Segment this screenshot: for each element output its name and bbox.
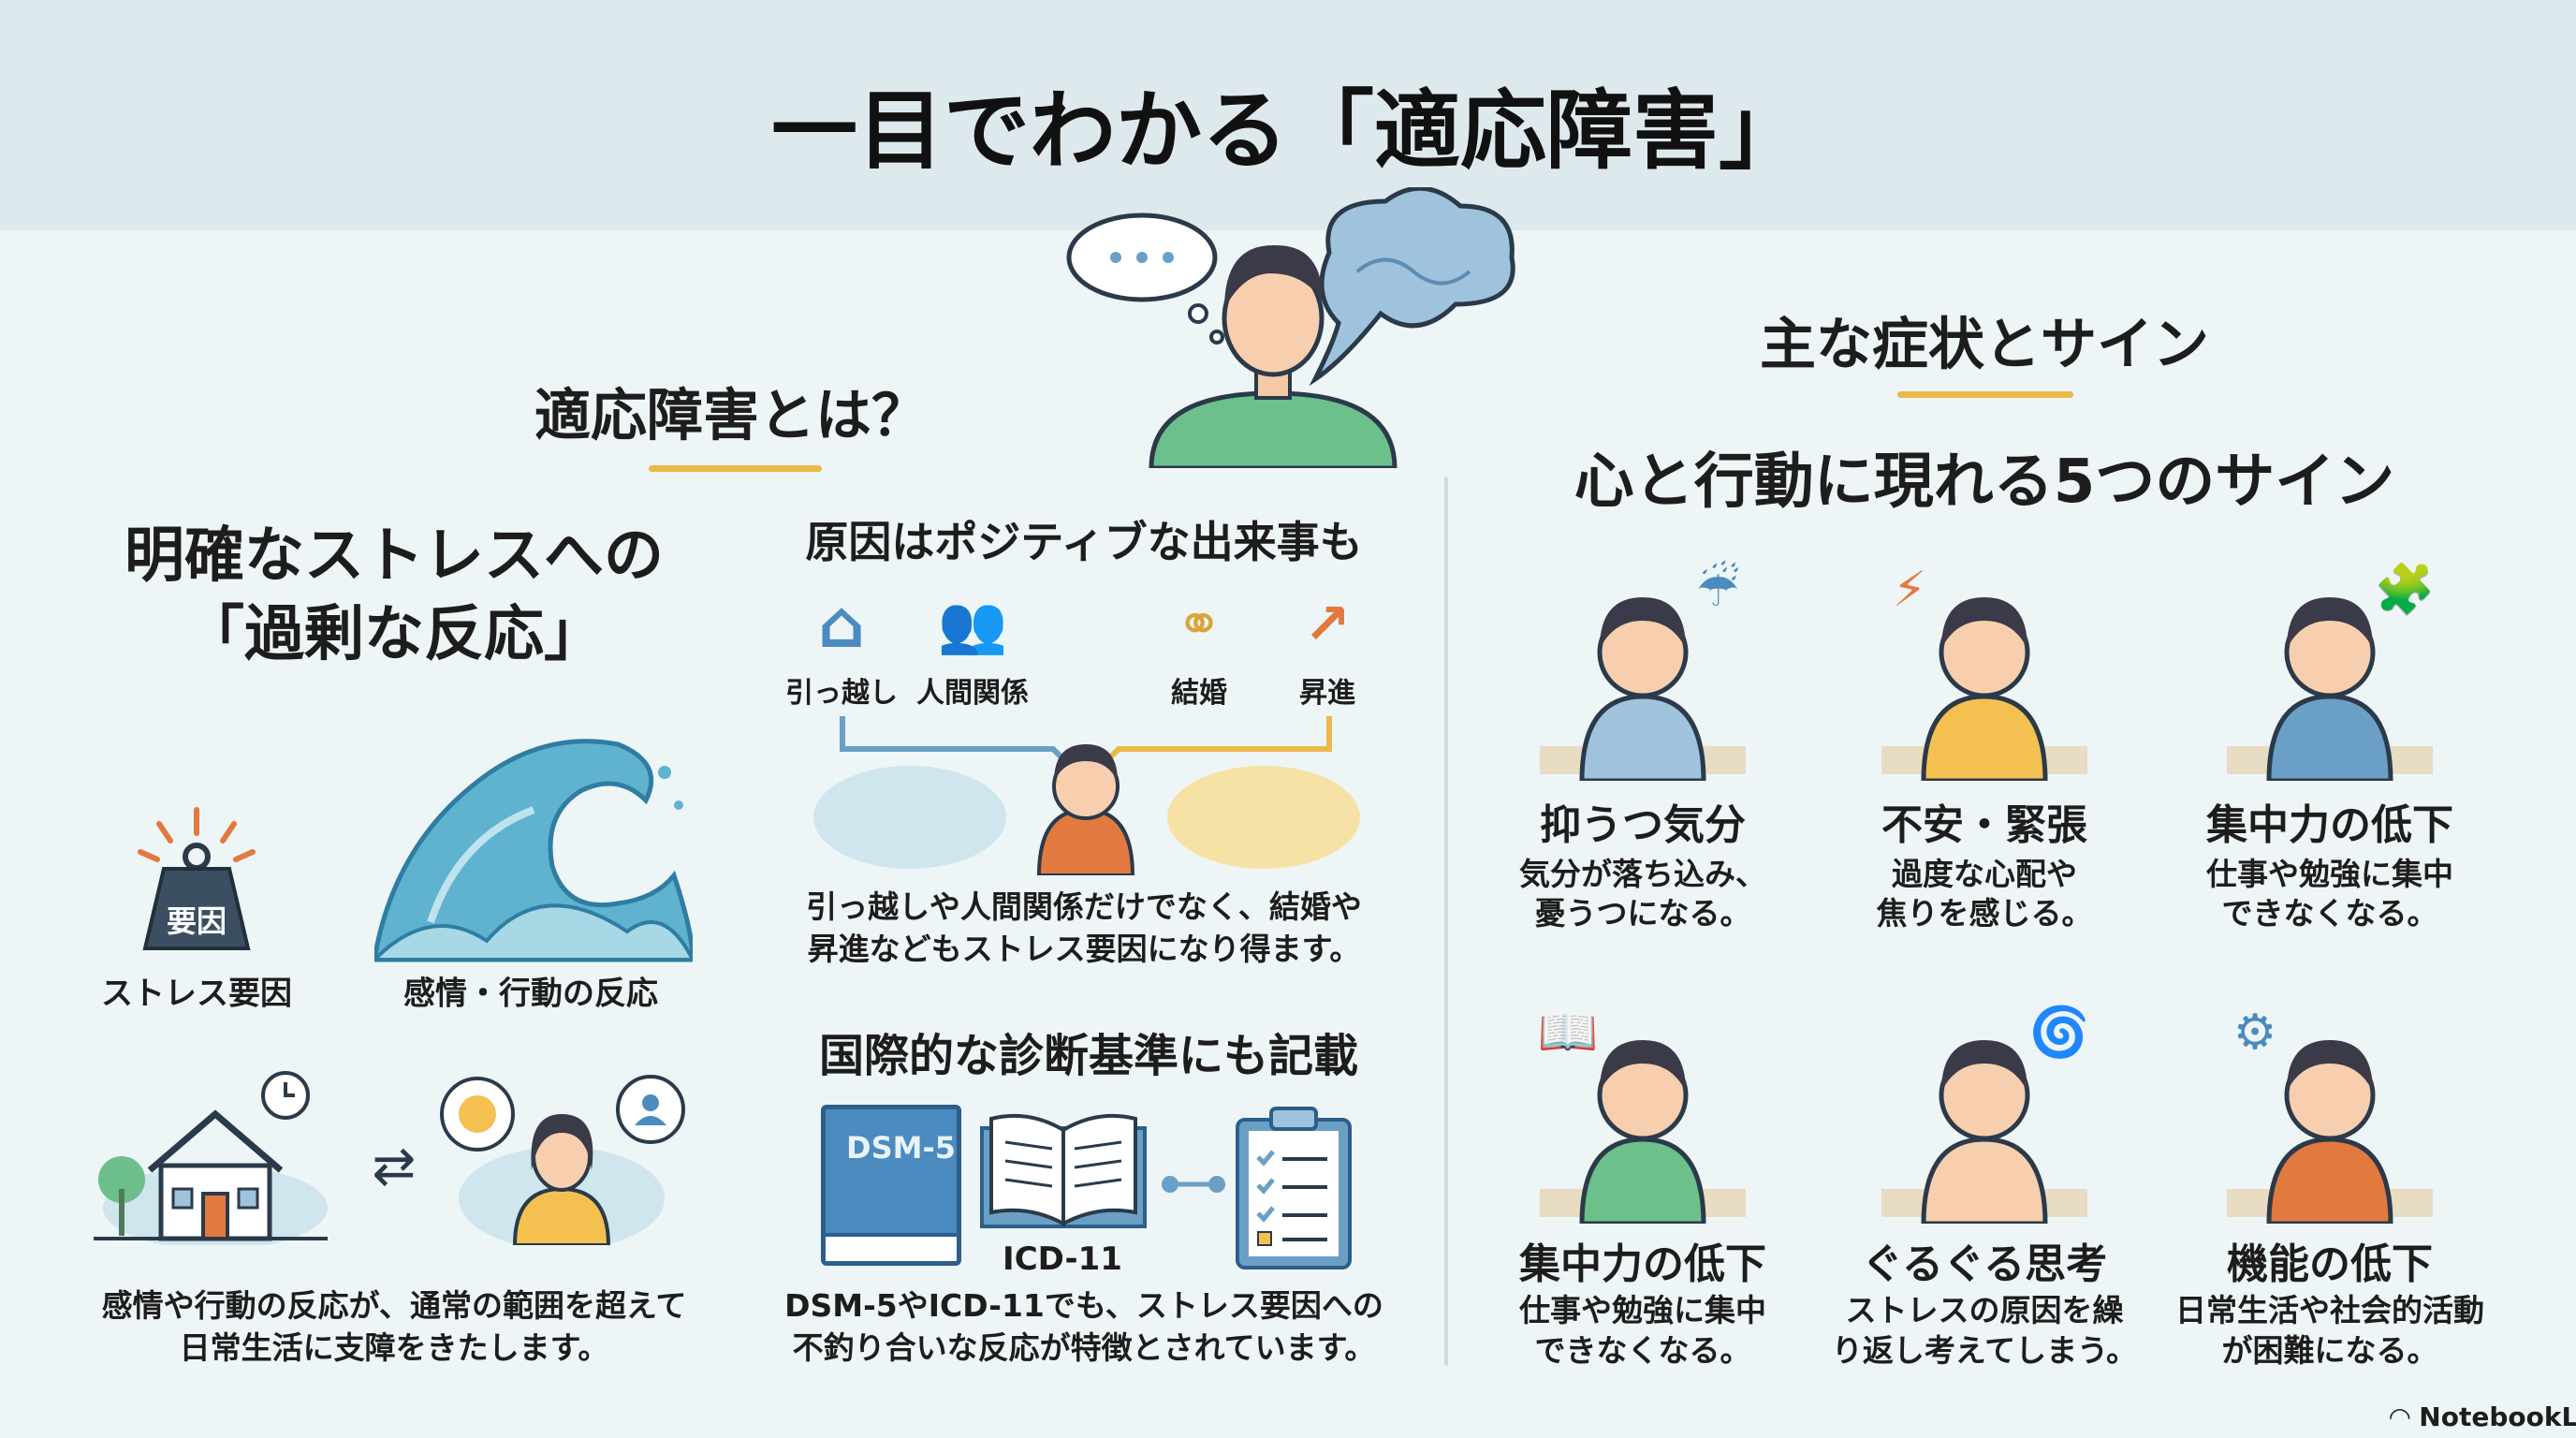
heading-underline [1897,391,2073,398]
rings-icon: ⚭ [1175,592,1223,657]
brand-label: NotebookLM [2419,1401,2576,1432]
icd11-label: ICD-11 [1003,1240,1122,1278]
symptoms-heading: 主な症状とサイン [1760,312,2209,378]
section-heading-about: 適応障害とは？ [534,383,928,449]
svg-text:📖: 📖 [1538,1005,1599,1061]
person-chat-icon [440,1075,685,1245]
svg-text:⚙: ⚙ [2233,1005,2277,1061]
cause-label: 結婚 [1171,677,1227,710]
thinking-person-icon [1066,187,1515,468]
weight-icon: 要因 [131,805,262,955]
sign-desc-line2: 憂うつになる。 [1534,895,1751,932]
reaction-label: 感情・行動の反応 [403,975,658,1013]
sign-title: 機能の低下 [2227,1240,2433,1288]
open-book-icon [980,1113,1147,1228]
heading-underline [649,465,822,472]
puzzle-study-icon: 🧩 [2227,561,2436,781]
weight-label: 要因 [166,903,227,939]
connector-icon [1162,1176,1225,1193]
criteria-desc-line2: 不釣り合いな反応が特徴とされています。 [792,1329,1376,1366]
svg-text:🧩: 🧩 [2375,561,2436,618]
page-title: 一目でわかる「適応障害」 [770,81,1806,182]
promotion-arrow-icon: ↗ [1303,592,1352,657]
house-clock-icon [94,1071,328,1245]
sign-desc-line1: 仕事や勉強に集中 [1519,1292,1766,1328]
sign-desc-line2: できなくなる。 [2221,895,2438,932]
subheading-line1: 明確なストレスへの [124,521,664,591]
anxious-person-icon: ⚡ [1881,562,2087,781]
cause-label: 引っ越し [785,677,898,710]
people-icon: 👥 [937,592,1008,658]
column-divider [1444,477,1448,1366]
svg-text:🌀: 🌀 [2029,1003,2090,1061]
exchange-arrows-icon: ⇄ [372,1136,417,1197]
spiral-head-icon: 🌀 [1881,1003,2090,1224]
subheading-line2: 「過剰な反応」 [184,600,604,669]
criteria-heading: 国際的な診断基準にも記載 [818,1030,1359,1082]
rain-cloud-sad-person-icon: ☔ [1540,560,1746,781]
causes-heading: 原因はポジティブな出来事も [805,517,1363,567]
sign-desc-line1: 日常生活や社会的活動 [2175,1292,2484,1328]
causes-desc-line2: 昇進などもストレス要因になり得ます。 [807,931,1361,967]
sign-desc-line1: 気分が落ち込み、 [1519,856,1766,892]
cause-label: 人間関係 [916,677,1029,710]
cause-label: 昇進 [1299,677,1355,710]
dsm5-book-icon: DSM-5 [821,1105,961,1266]
gear-calendar-icon: ⚙ [2227,1005,2433,1224]
causes-desc-line1: 引っ越しや人間関係だけでなく、結婚や [806,888,1362,925]
checklist-clipboard-icon [1236,1107,1352,1269]
sign-title: 抑うつ気分 [1540,801,1746,849]
symptoms-subheading: 心と行動に現れる5つのサイン [1573,448,2395,517]
sign-title: 集中力の低下 [1519,1240,1766,1288]
sign-desc-line1: 仕事や勉強に集中 [2206,856,2453,892]
sign-desc-line2: り返し考えてしまう。 [1831,1332,2138,1369]
sign-desc-line2: できなくなる。 [1534,1332,1751,1369]
svg-text:⚡: ⚡ [1893,562,1927,618]
causes-diagram [813,716,1360,875]
svg-text:☔: ☔ [1696,560,1740,618]
dsm5-label: DSM-5 [846,1130,956,1166]
sign-title: 不安・緊張 [1881,801,2087,849]
about-desc-line1: 感情や行動の反応が、通常の範囲を超えて [101,1287,687,1324]
sign-title: 集中力の低下 [2206,801,2453,849]
about-desc-line2: 日常生活に支障をきたします。 [179,1329,609,1366]
stressor-label: ストレス要因 [101,975,292,1013]
sign-desc-line1: 過度な心配や [1892,856,2077,892]
house-icon: ⌂ [817,586,866,663]
sign-title: ぐるぐる思考 [1861,1240,2108,1288]
sign-desc-line1: ストレスの原因を繰 [1845,1292,2124,1328]
wave-icon [374,739,693,962]
desk-worker-icon: 📖 [1538,1005,1746,1224]
sign-desc-line2: が困難になる。 [2221,1332,2438,1369]
criteria-desc-line1: DSM-5やICD-11でも、ストレス要因への [784,1287,1383,1324]
sign-desc-line2: 焦りを感じる。 [1876,895,2093,932]
notebooklm-logo-icon: ◠ [2390,1401,2410,1432]
notebooklm-brand: ◠ NotebookLM [2390,1401,2576,1432]
header-band [0,0,2576,230]
